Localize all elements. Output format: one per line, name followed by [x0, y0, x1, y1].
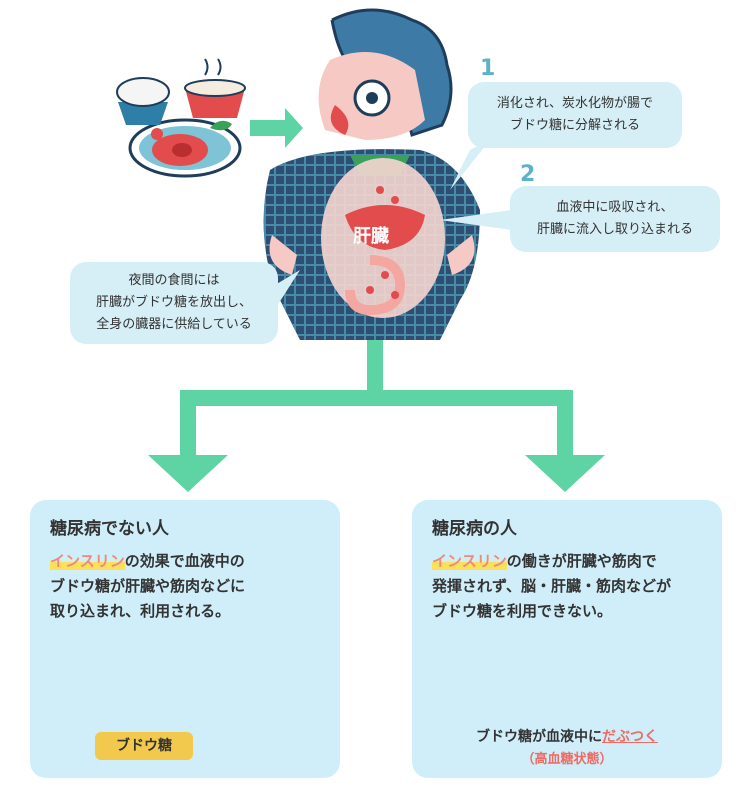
panel-diabetic-line1-rest: の働きが肝臓や筋肉で — [506, 552, 657, 570]
bubble-absorption: 血液中に吸収され、 肝臓に流入し取り込まれる — [510, 186, 720, 252]
hyperglycemia-subcaption: （高血糖状態） — [521, 752, 613, 767]
caption-prefix: ブドウ糖が血液中に — [476, 729, 602, 745]
step-number-1: 1 — [480, 56, 496, 81]
meal-illustration — [116, 58, 246, 178]
panel-diabetic: 糖尿病の人 インスリンの働きが肝臓や筋肉で 発揮されず、脳・肝臓・筋肉などが ブ… — [412, 500, 722, 778]
panel-diabetic-line2: 発揮されず、脳・肝臓・筋肉などが — [432, 577, 671, 595]
flow-arrows — [148, 340, 605, 492]
bubble-digestion-line2: ブドウ糖に分解される — [509, 118, 640, 133]
insulin-keyword: インスリン — [432, 552, 507, 570]
insulin-keyword: インスリン — [50, 552, 125, 570]
bubble-digestion-line1: 消化され、炭水化物が腸で — [496, 96, 654, 111]
panel-non-diabetic: 糖尿病でない人 インスリンの効果で血液中の ブドウ糖が肝臓や筋肉などに 取り込ま… — [30, 500, 340, 778]
panel-diabetic-line1: インスリンの働きが肝臓や筋肉で — [432, 550, 657, 571]
bubble-night: 夜間の食間には 肝臓がブドウ糖を放出し、 全身の臓器に供給している — [70, 262, 278, 344]
caption-emphasis: だぶつく — [602, 729, 658, 745]
person-illustration — [263, 8, 480, 340]
hyperglycemia-caption: ブドウ糖が血液中にだぶつく — [412, 726, 722, 746]
panel-non-diabetic-line2: ブドウ糖が肝臓や筋肉などに — [50, 577, 246, 595]
bubble-absorption-line2: 肝臓に流入し取り込まれる — [536, 222, 693, 237]
food-arrow — [250, 108, 303, 148]
panel-diabetic-line3: ブドウ糖を利用できない。 — [432, 602, 613, 620]
panel-non-diabetic-line3: 取り込まれ、利用される。 — [50, 602, 231, 620]
bubble-night-line2: 肝臓がブドウ糖を放出し、 — [95, 295, 252, 310]
bubble-night-line3: 全身の臓器に供給している — [96, 317, 252, 332]
glucose-tag: ブドウ糖 — [95, 732, 193, 760]
step-number-2: 2 — [520, 162, 536, 187]
bubble-digestion: 消化され、炭水化物が腸で ブドウ糖に分解される — [468, 82, 682, 148]
bubble-absorption-line1: 血液中に吸収され、 — [556, 200, 674, 215]
liver-label: 肝臓 — [353, 226, 389, 247]
bubble-night-line1: 夜間の食間には — [128, 273, 220, 288]
panel-non-diabetic-line1: インスリンの効果で血液中の — [50, 550, 245, 571]
panel-diabetic-title: 糖尿病の人 — [432, 519, 517, 539]
panel-non-diabetic-line1-rest: の効果で血液中の — [124, 552, 245, 570]
panel-non-diabetic-title: 糖尿病でない人 — [50, 519, 169, 539]
